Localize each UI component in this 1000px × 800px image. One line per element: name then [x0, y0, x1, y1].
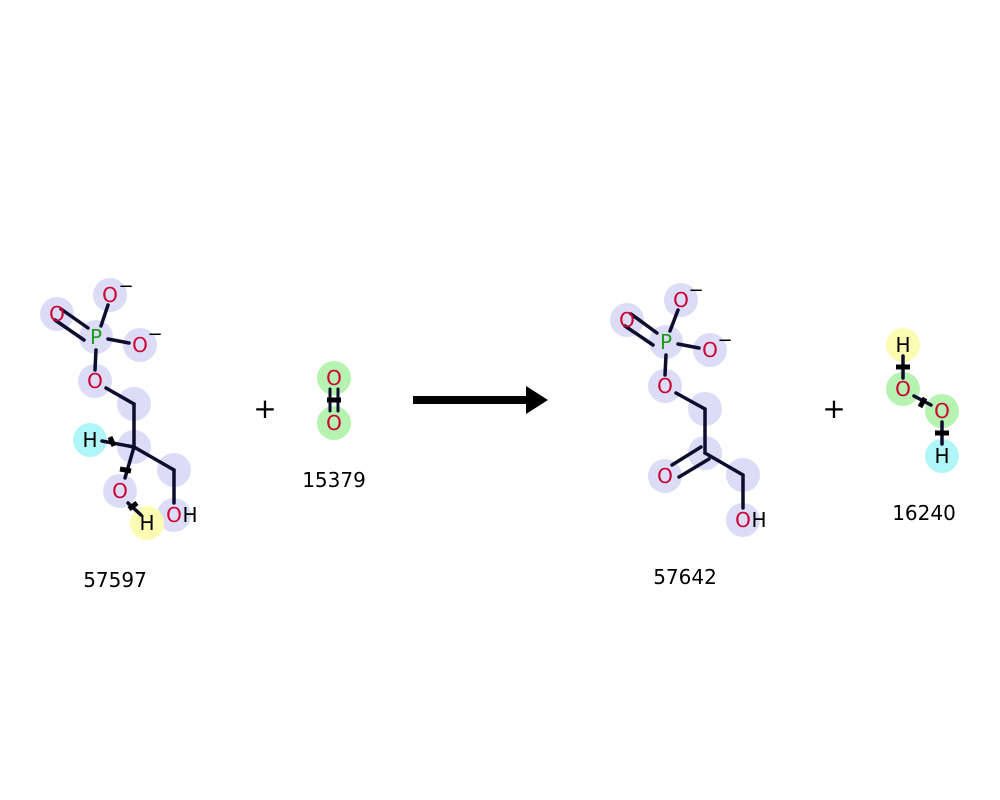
reaction-arrow — [413, 386, 548, 414]
atom-o: O — [166, 503, 182, 527]
atom-o: O — [619, 308, 635, 332]
atom-h: H — [139, 511, 154, 535]
atom-o: O — [326, 366, 342, 390]
atom-o: O — [702, 338, 718, 362]
atom-h: H — [895, 333, 910, 357]
bonds — [53, 303, 176, 517]
molecule-16240: H O O H 16240 — [886, 328, 959, 525]
atom-o: O — [673, 288, 689, 312]
molecule-15379: O O 15379 — [302, 361, 366, 492]
atom-o: O — [132, 333, 148, 357]
compound-label: 16240 — [892, 501, 956, 525]
charge-minus: − — [717, 330, 732, 351]
plus-sign: + — [253, 392, 276, 425]
atom-h: H — [751, 508, 766, 532]
charge-minus: − — [147, 324, 162, 345]
atom-o: O — [657, 374, 673, 398]
atom-p: P — [660, 330, 672, 354]
atom-o: O — [326, 411, 342, 435]
atom-o: O — [657, 464, 673, 488]
atom-o: O — [895, 377, 911, 401]
atom-h: H — [182, 503, 197, 527]
atom-o: O — [49, 302, 65, 326]
bond-ticks — [107, 435, 139, 511]
atom-labels: O O − P O − O H O H O H — [49, 276, 197, 535]
plus-sign: + — [822, 392, 845, 425]
charge-minus: − — [118, 276, 133, 297]
atom-o: O — [112, 479, 128, 503]
compound-label: 57597 — [83, 568, 147, 592]
compound-label: 15379 — [302, 468, 366, 492]
molecule-57642: O O − P O − O O O H 57642 — [610, 280, 767, 589]
atom-o: O — [735, 508, 751, 532]
atom-h: H — [82, 428, 97, 452]
atom-labels: O O − P O − O O O H — [619, 280, 766, 532]
atom-h: H — [934, 444, 949, 468]
atom-o: O — [87, 369, 103, 393]
atom-o: O — [934, 399, 950, 423]
molecule-57597: O O − P O − O H O H O H 57597 — [40, 276, 198, 592]
atom-o: O — [102, 283, 118, 307]
compound-label: 57642 — [653, 565, 717, 589]
charge-minus: − — [688, 280, 703, 301]
bonds — [623, 308, 745, 510]
atom-p: P — [90, 325, 102, 349]
